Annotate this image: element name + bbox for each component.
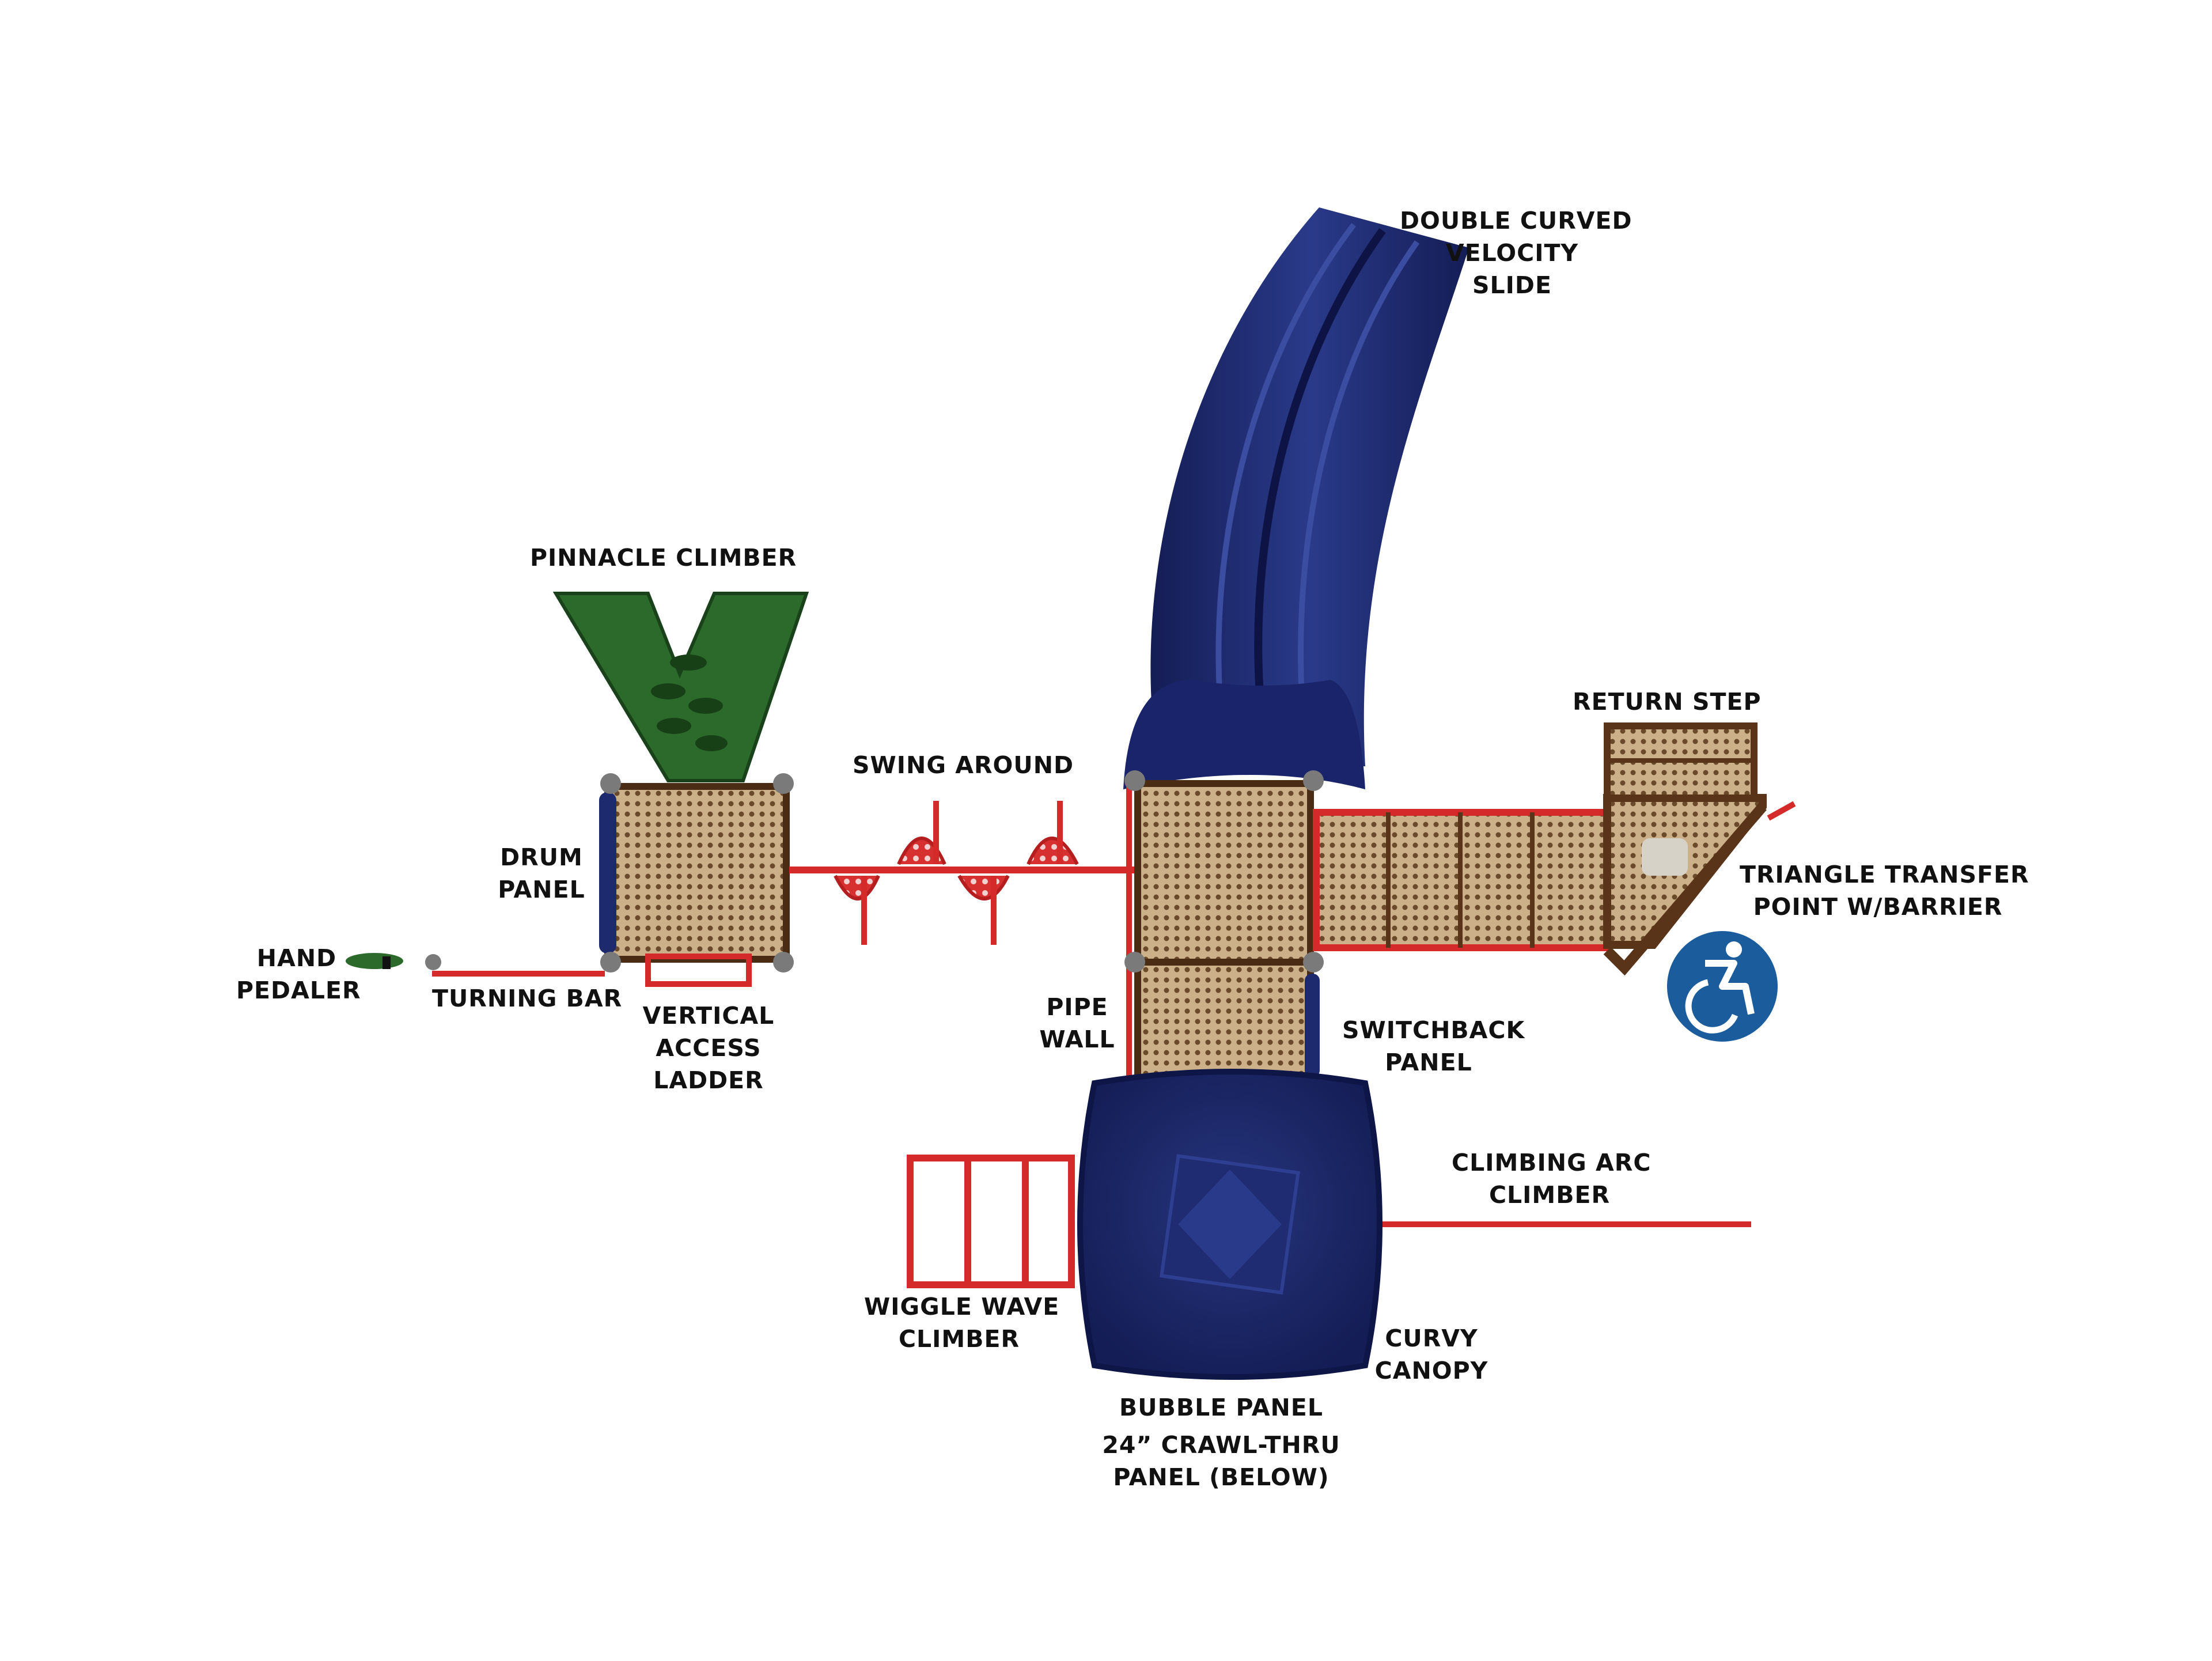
label-bubble-panel: BUBBLE PANEL <box>1119 1394 1323 1421</box>
swing-around <box>789 801 1138 945</box>
wheelchair-icon <box>1667 931 1778 1042</box>
double-curved-velocity-slide <box>1123 207 1469 789</box>
switchback-ramp <box>1313 809 1611 951</box>
label-swing-around: SWING AROUND <box>853 751 1074 779</box>
wiggle-wave-climber <box>907 1155 1075 1288</box>
label-turning-bar: TURNING BAR <box>432 985 623 1012</box>
label-pinnacle-climber: PINNACLE CLIMBER <box>530 544 797 572</box>
central-deck <box>1124 770 1324 1087</box>
curvy-canopy <box>1077 1069 1382 1380</box>
return-step <box>1604 722 1758 801</box>
left-deck <box>599 773 794 987</box>
turning-bar <box>425 954 605 977</box>
label-return-step: RETURN STEP <box>1573 688 1762 716</box>
hand-pedaler <box>346 953 403 969</box>
pinnacle-climber <box>552 592 809 782</box>
